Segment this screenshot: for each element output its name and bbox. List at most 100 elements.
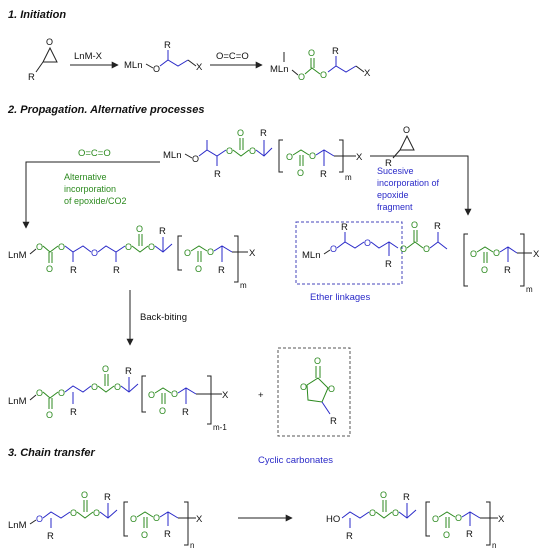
svg-text:MLn: MLn xyxy=(302,250,320,261)
svg-text:O: O xyxy=(314,356,321,366)
svg-text:m: m xyxy=(345,173,352,182)
svg-text:X: X xyxy=(249,248,256,259)
svg-text:R: R xyxy=(70,407,77,418)
ether-linkage-box xyxy=(295,221,403,285)
svg-text:m: m xyxy=(240,281,247,290)
arrow-successive-incorporation xyxy=(370,155,472,216)
svg-text:n: n xyxy=(190,541,194,550)
svg-text:R: R xyxy=(159,226,166,237)
svg-text:MLn: MLn xyxy=(124,60,142,71)
section-chain-transfer-title: 3. Chain transfer xyxy=(8,447,96,459)
svg-text:O: O xyxy=(159,406,166,416)
plus-sign: + xyxy=(258,390,264,401)
label-successive-3: epoxide xyxy=(377,190,409,200)
svg-text:R: R xyxy=(346,531,353,542)
label-successive-2: incorporation of xyxy=(377,178,440,188)
arrow-alternative-incorporation xyxy=(22,161,160,229)
svg-text:O: O xyxy=(36,388,43,398)
svg-text:LnM: LnM xyxy=(8,250,27,261)
svg-text:O: O xyxy=(46,264,53,274)
chain-transfer-product: HO R O O O R O O O R n X xyxy=(326,490,505,550)
svg-text:n: n xyxy=(492,541,496,550)
reagent-co2-propagation: O=C=O xyxy=(78,148,111,159)
svg-text:O: O xyxy=(46,37,53,47)
svg-text:O: O xyxy=(148,242,155,252)
svg-text:R: R xyxy=(113,265,120,276)
svg-text:R: R xyxy=(320,169,327,180)
chain-transfer-reactant: LnM O R O O O R O O O R n X xyxy=(8,490,203,550)
svg-text:O: O xyxy=(93,508,100,518)
svg-text:R: R xyxy=(164,40,171,51)
label-alternative-2: incorporation xyxy=(64,184,116,194)
svg-text:O: O xyxy=(481,265,488,275)
svg-text:O: O xyxy=(455,513,462,523)
svg-text:O: O xyxy=(380,490,387,500)
svg-text:R: R xyxy=(504,265,511,276)
svg-text:O: O xyxy=(207,247,214,257)
svg-text:O: O xyxy=(148,390,155,400)
svg-text:O: O xyxy=(400,244,407,254)
svg-text:O: O xyxy=(392,508,399,518)
svg-text:R: R xyxy=(385,158,392,169)
cyclic-carbonate: O O O R xyxy=(277,347,351,437)
svg-text:MLn: MLn xyxy=(163,150,181,161)
svg-text:R: R xyxy=(28,72,35,83)
reagent-lnmx: LnM-X xyxy=(74,51,103,62)
svg-text:O: O xyxy=(411,220,418,230)
cyclic-carbonate-box xyxy=(277,347,351,437)
svg-text:O: O xyxy=(58,242,65,252)
backbiting-product-chain: LnM O O O R O O O R O O O R m-1 X xyxy=(8,364,229,432)
alkoxide-intermediate: MLn O R X xyxy=(124,40,203,74)
initiation-arrow-2: O=C=O xyxy=(210,51,263,69)
label-ether-linkages: Ether linkages xyxy=(310,292,370,303)
svg-text:O: O xyxy=(171,389,178,399)
svg-text:X: X xyxy=(196,62,203,73)
svg-text:R: R xyxy=(47,531,54,542)
svg-text:X: X xyxy=(222,390,229,401)
svg-text:LnM: LnM xyxy=(8,396,27,407)
svg-text:O: O xyxy=(36,242,43,252)
svg-text:X: X xyxy=(533,249,540,260)
svg-text:R: R xyxy=(434,221,441,232)
svg-text:O: O xyxy=(153,64,160,74)
svg-text:O: O xyxy=(364,238,371,248)
svg-text:R: R xyxy=(466,529,473,540)
section-initiation-title: 1. Initiation xyxy=(8,9,66,21)
svg-text:LnM: LnM xyxy=(8,520,27,531)
svg-text:m-1: m-1 xyxy=(213,423,227,432)
svg-text:O: O xyxy=(493,248,500,258)
svg-text:O: O xyxy=(81,490,88,500)
svg-text:O: O xyxy=(125,242,132,252)
svg-text:O: O xyxy=(308,48,315,58)
svg-text:R: R xyxy=(218,265,225,276)
svg-text:X: X xyxy=(356,152,363,163)
svg-text:m: m xyxy=(526,285,533,294)
label-alternative-3: of epoxide/CO2 xyxy=(64,196,127,206)
svg-text:O: O xyxy=(403,125,410,135)
svg-text:O: O xyxy=(46,410,53,420)
svg-text:O: O xyxy=(309,151,316,161)
svg-text:O: O xyxy=(443,530,450,540)
svg-text:R: R xyxy=(403,492,410,503)
svg-text:O: O xyxy=(192,154,199,164)
svg-text:R: R xyxy=(104,492,111,503)
svg-text:O: O xyxy=(136,224,143,234)
svg-text:X: X xyxy=(364,68,371,79)
epoxide-reactant: O R xyxy=(28,37,58,83)
svg-text:R: R xyxy=(332,46,339,57)
arrow-back-biting: Back-biting xyxy=(126,290,187,346)
carbonate-intermediate: MLn O O O R X xyxy=(270,46,371,82)
svg-text:MLn: MLn xyxy=(270,64,288,75)
svg-text:O: O xyxy=(130,514,137,524)
svg-text:O: O xyxy=(102,364,109,374)
svg-text:X: X xyxy=(498,514,505,525)
svg-text:O: O xyxy=(58,388,65,398)
svg-text:R: R xyxy=(214,169,221,180)
svg-text:O: O xyxy=(153,513,160,523)
svg-text:X: X xyxy=(196,514,203,525)
svg-text:O: O xyxy=(184,248,191,258)
propagating-chain: MLn O R O O O R O O O R m X xyxy=(163,128,363,182)
svg-text:O: O xyxy=(330,244,337,254)
label-successive-1: Sucesive xyxy=(377,166,414,176)
